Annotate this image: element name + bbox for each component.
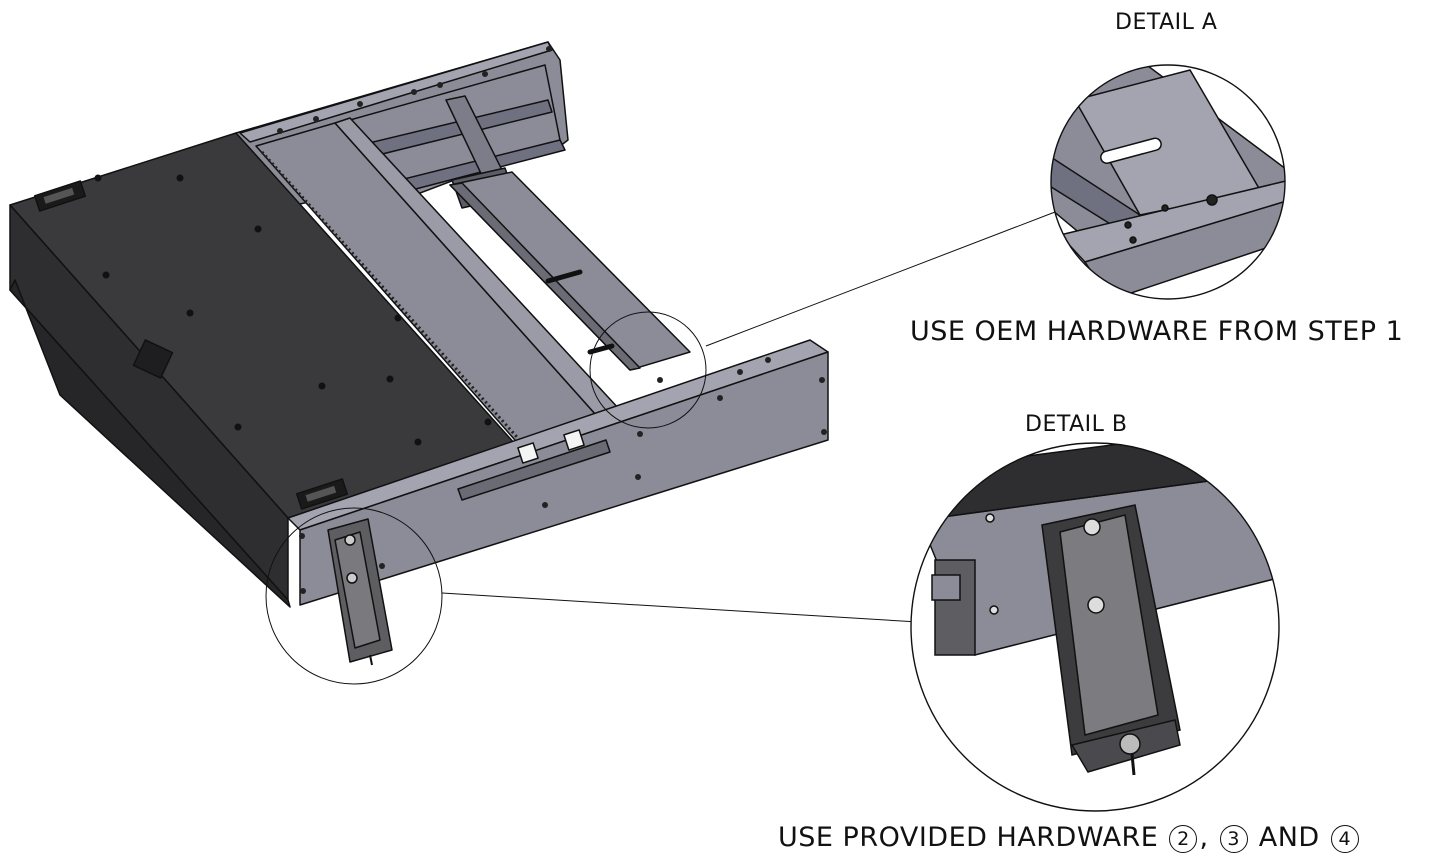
detail-b-circle: [910, 442, 1280, 812]
front-rail-holes: [299, 357, 827, 594]
main-assembly: [9, 41, 829, 666]
separator-comma: ,: [1199, 822, 1209, 853]
callout-number-4: 4: [1330, 825, 1359, 853]
callout-number-3: 3: [1219, 825, 1248, 853]
detail-b-callout-circle: [265, 507, 443, 685]
detail-a-note: USE OEM HARDWARE FROM STEP 1: [910, 316, 1404, 347]
detail-a-callout-circle: [589, 311, 707, 429]
detail-a-circle: [1050, 64, 1286, 300]
front-rail-face: [299, 351, 829, 606]
detail-b-title: DETAIL B: [1025, 412, 1128, 437]
callout-number-2: 2: [1169, 825, 1198, 853]
detail-a-title: DETAIL A: [1115, 10, 1218, 35]
detail-b-note-text: USE PROVIDED HARDWARE: [778, 822, 1159, 853]
separator-and: AND: [1258, 822, 1320, 853]
detail-b-note: USE PROVIDED HARDWARE 2, 3 AND 4: [778, 822, 1361, 853]
back-rail-holes: [277, 46, 552, 134]
detail-a-view: [1051, 65, 1285, 299]
detail-b-view: [911, 443, 1279, 811]
leader-line-a: [705, 211, 1056, 347]
handle-side: [132, 339, 174, 379]
leader-line-b: [441, 592, 919, 623]
